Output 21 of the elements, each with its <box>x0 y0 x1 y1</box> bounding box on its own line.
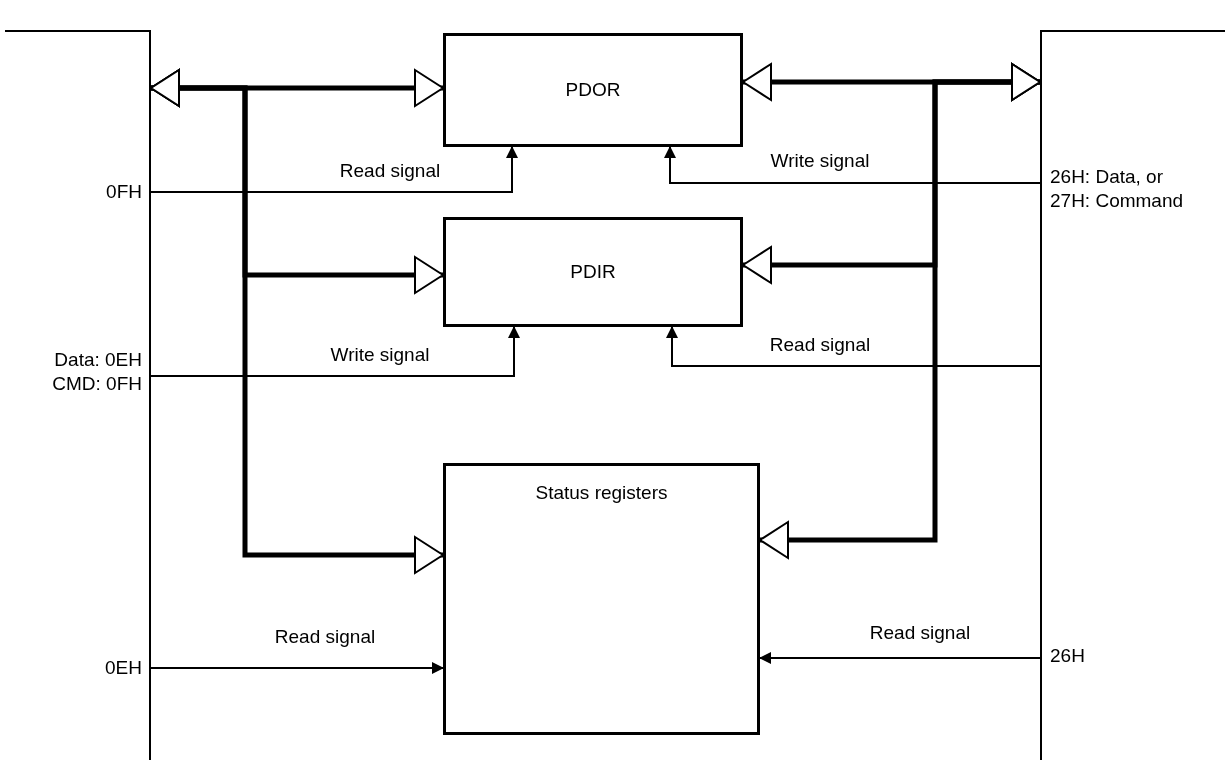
signal-arrow <box>150 662 444 674</box>
register-box <box>443 33 743 147</box>
address-label: 26H <box>1050 644 1086 668</box>
signal-arrow <box>666 326 1041 367</box>
bus-arrow <box>150 69 444 574</box>
register-box <box>443 463 760 735</box>
register-name: Status registers <box>535 482 668 505</box>
signal-arrow <box>664 146 1041 184</box>
bus-line <box>1040 30 1225 760</box>
signal-arrow <box>150 326 520 377</box>
register-name: PDOR <box>565 78 621 102</box>
address-label: 26H: Data, or 27H: Command <box>1050 165 1185 213</box>
address-label: 0FH <box>105 180 142 204</box>
bus-arrow <box>759 63 1041 559</box>
register-box <box>443 217 743 327</box>
register-name: PDIR <box>570 260 616 284</box>
signal-arrow <box>150 146 518 193</box>
bus-line <box>5 30 151 760</box>
signal-arrow <box>759 652 1041 664</box>
address-label: 0EH <box>104 656 142 680</box>
address-label: Data: 0EH CMD: 0FH <box>51 348 142 396</box>
